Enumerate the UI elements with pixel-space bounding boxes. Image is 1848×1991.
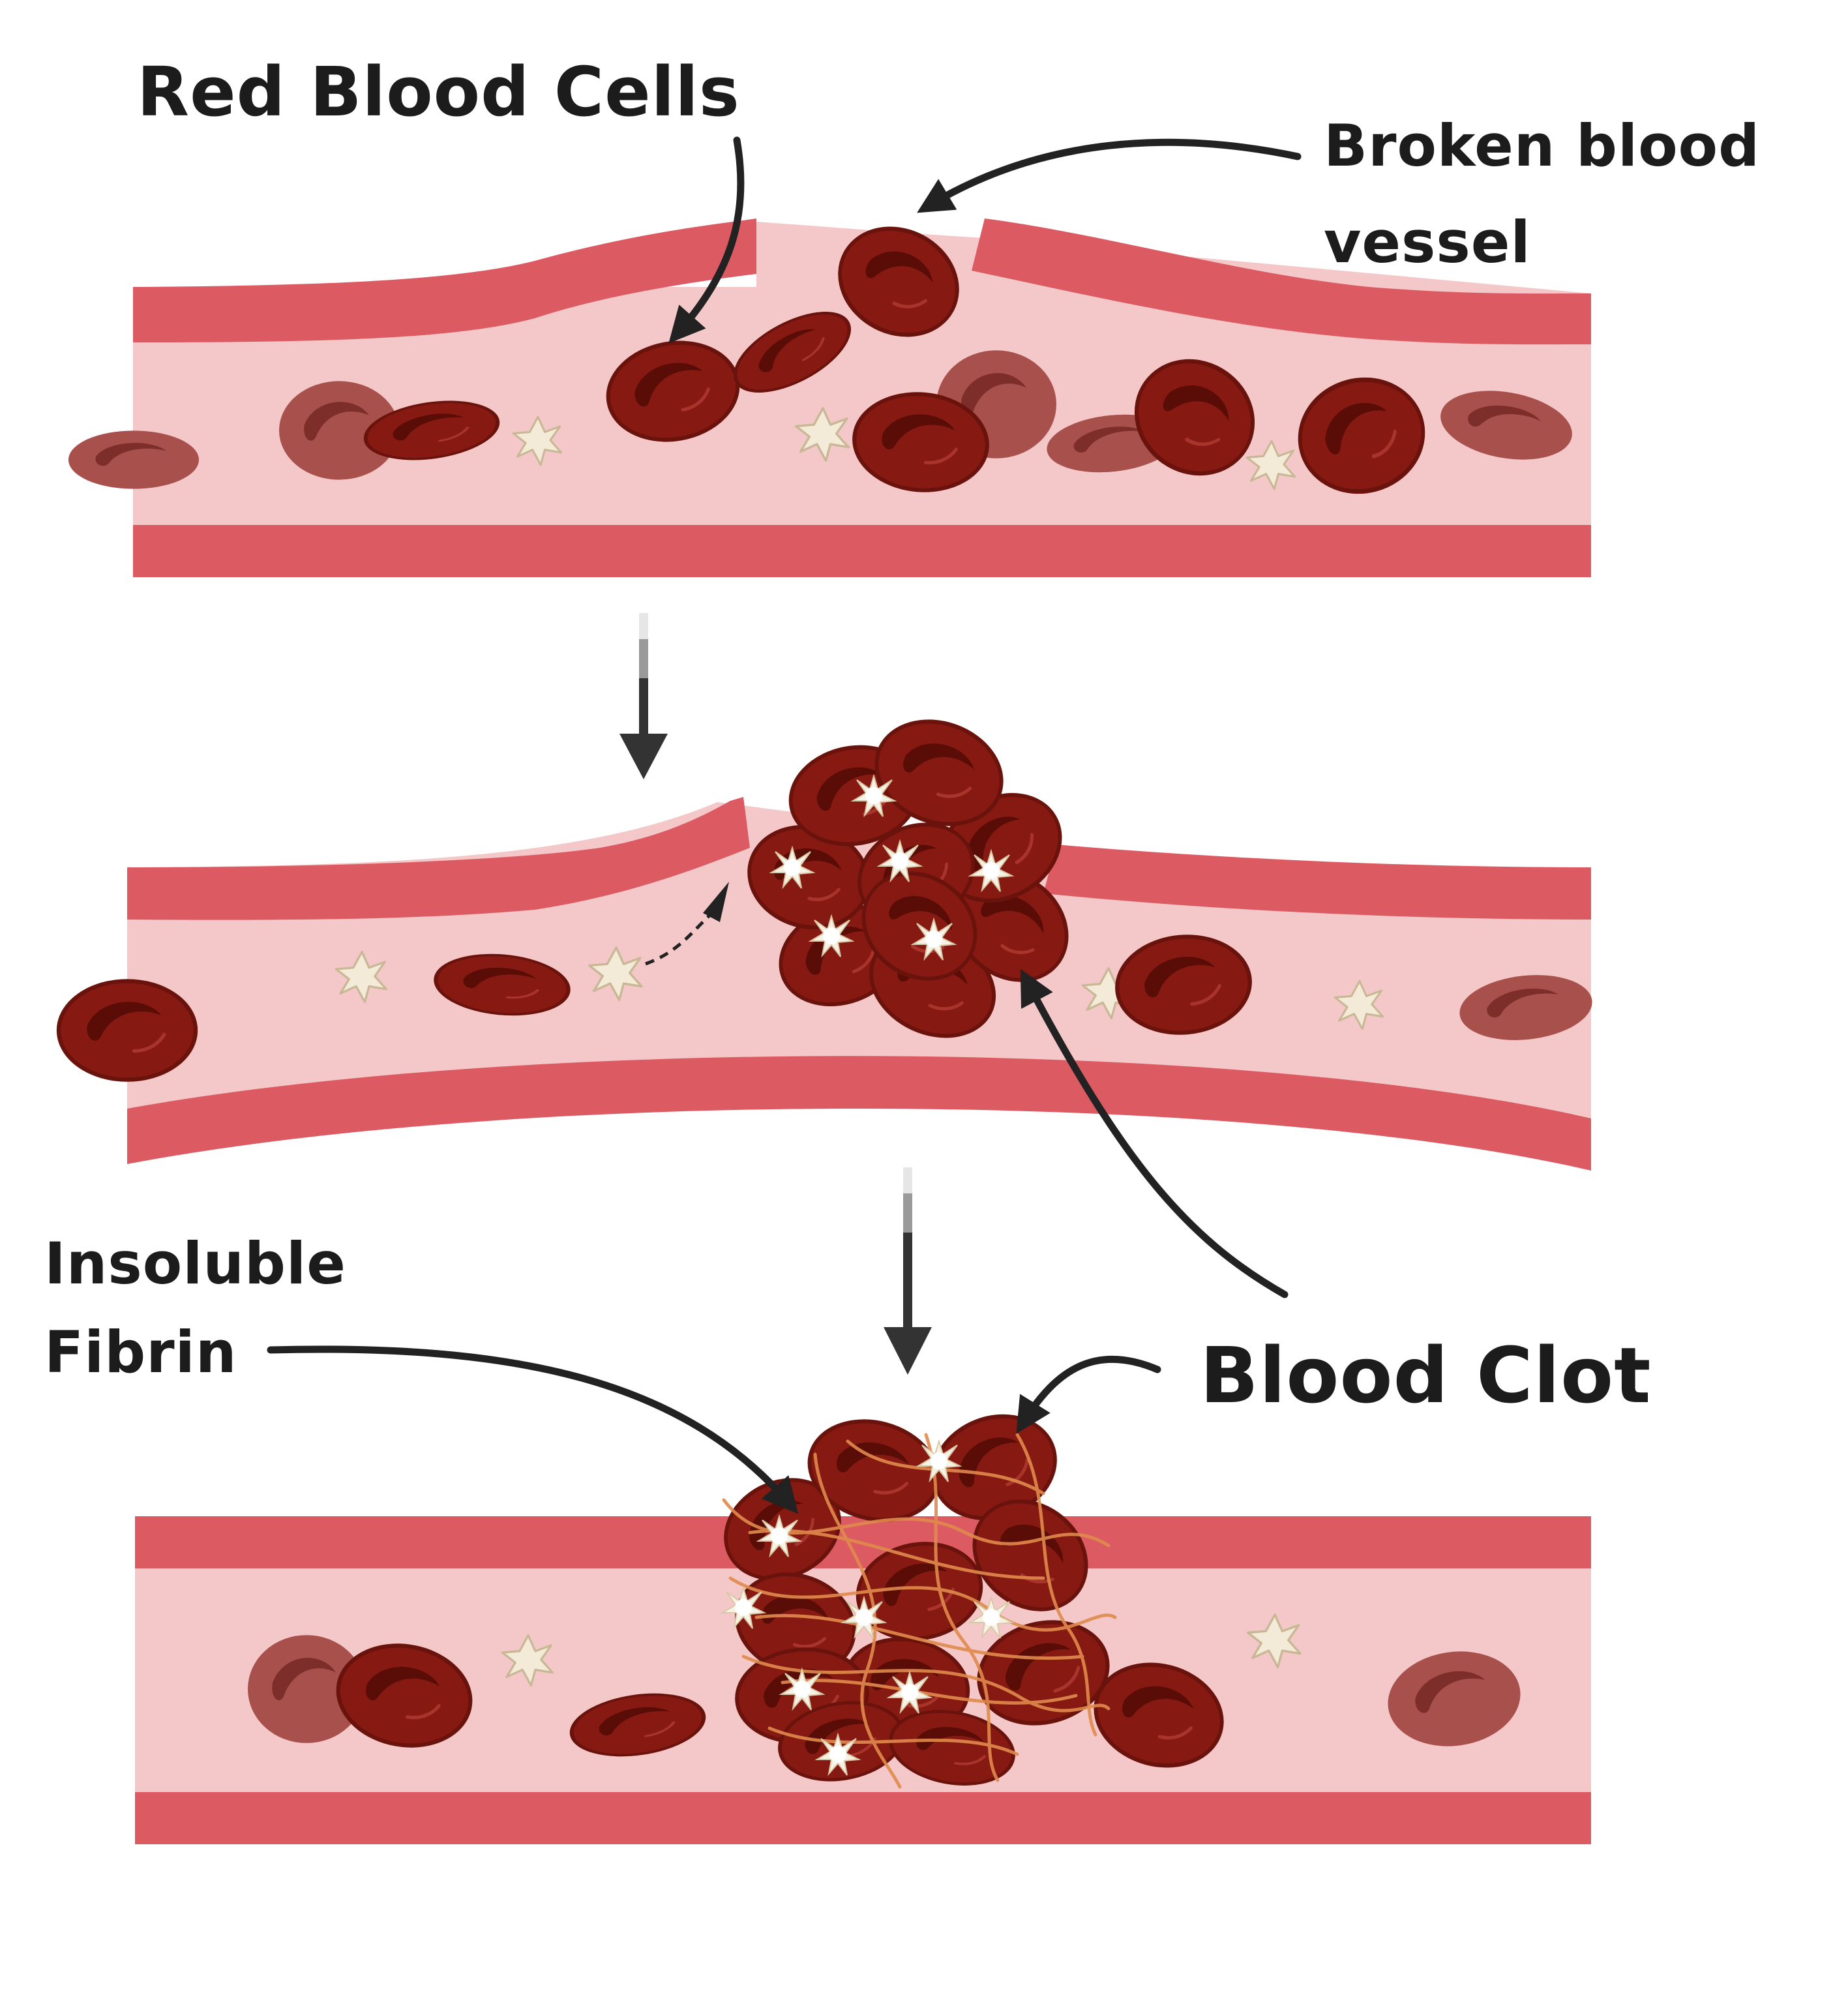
vessel-2-cells <box>59 882 1596 1080</box>
label-red-blood-cells: Red Blood Cells <box>137 52 740 132</box>
label-insoluble-fibrin: Insoluble Fibrin <box>44 1220 346 1397</box>
label-blood-clot: Blood Clot <box>1200 1330 1652 1420</box>
arrow-step-2 <box>884 1167 932 1375</box>
label-fibrin-line-1: Insoluble <box>44 1230 346 1297</box>
label-broken-line-2: vessel <box>1324 209 1531 276</box>
clot-cluster-2 <box>709 1400 1119 1793</box>
vessel-broken <box>133 218 1591 577</box>
fibrin-strands <box>722 1433 1117 1789</box>
arrow-step-1 <box>619 613 668 779</box>
annotation-arrows <box>267 136 1302 1514</box>
label-broken-blood-vessel: Broken blood vessel <box>1324 98 1760 291</box>
label-fibrin-line-2: Fibrin <box>44 1319 237 1386</box>
label-broken-line-1: Broken blood <box>1324 112 1761 179</box>
